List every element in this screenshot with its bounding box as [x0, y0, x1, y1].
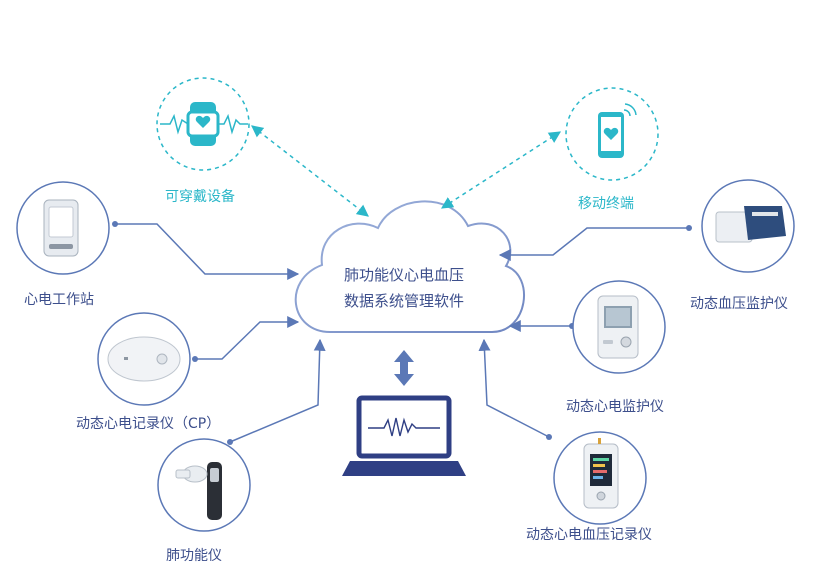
spirometer-label: 肺功能仪: [166, 548, 222, 564]
cloud-icon: [294, 200, 526, 333]
ambulatory-ecg-recorder-node: [97, 312, 191, 406]
abpm-connector: [498, 225, 692, 261]
double-arrow-icon: [394, 350, 414, 386]
spirometer-node: [157, 438, 251, 532]
abpm-node: [701, 179, 795, 273]
ecg-bp-device-icon: [583, 438, 619, 509]
spirometer-connector: [227, 338, 326, 445]
ambulatory-ecg-recorder-label: 动态心电记录仪（CP）: [76, 416, 221, 432]
mobile-connector: [440, 131, 562, 209]
ecg-workstation-label: 心电工作站: [24, 292, 94, 308]
laptop-icon: [342, 395, 466, 476]
ecg-bp-recorder-label: 动态心电血压记录仪: [526, 527, 652, 543]
wearable-label: 可穿戴设备: [165, 189, 235, 205]
smartphone-icon: [598, 103, 637, 158]
bp-cuff-icon: [715, 206, 786, 243]
ecg-device-icon: [43, 199, 79, 257]
ecg-workstation-node: [16, 181, 110, 275]
center-title-line-1: 肺功能仪心电血压: [343, 266, 464, 284]
watch-icon: [160, 102, 248, 146]
ambulatory-ecg-monitor-node: [572, 280, 666, 374]
abpm-label: 动态血压监护仪: [690, 296, 788, 312]
mobile-label: 移动终端: [578, 196, 634, 212]
center-title-line-2: 数据系统管理软件: [343, 292, 464, 310]
mobile-terminal-node: [565, 87, 659, 181]
wearable-device-node: [156, 77, 250, 171]
spirometer-device-icon: [175, 462, 222, 520]
ecg-workstation-connector: [112, 221, 300, 280]
ecg-bp-recorder-node: [553, 431, 647, 525]
ambulatory-ecg-monitor-connector: [508, 320, 575, 332]
ecg-bp-recorder-connector: [478, 338, 552, 440]
wearable-connector: [251, 125, 369, 217]
ambulatory-ecg-recorder-connector: [192, 316, 300, 362]
monitor-device-icon: [597, 295, 639, 359]
ambulatory-ecg-monitor-label: 动态心电监护仪: [566, 399, 664, 415]
recorder-device-icon: [107, 336, 181, 382]
